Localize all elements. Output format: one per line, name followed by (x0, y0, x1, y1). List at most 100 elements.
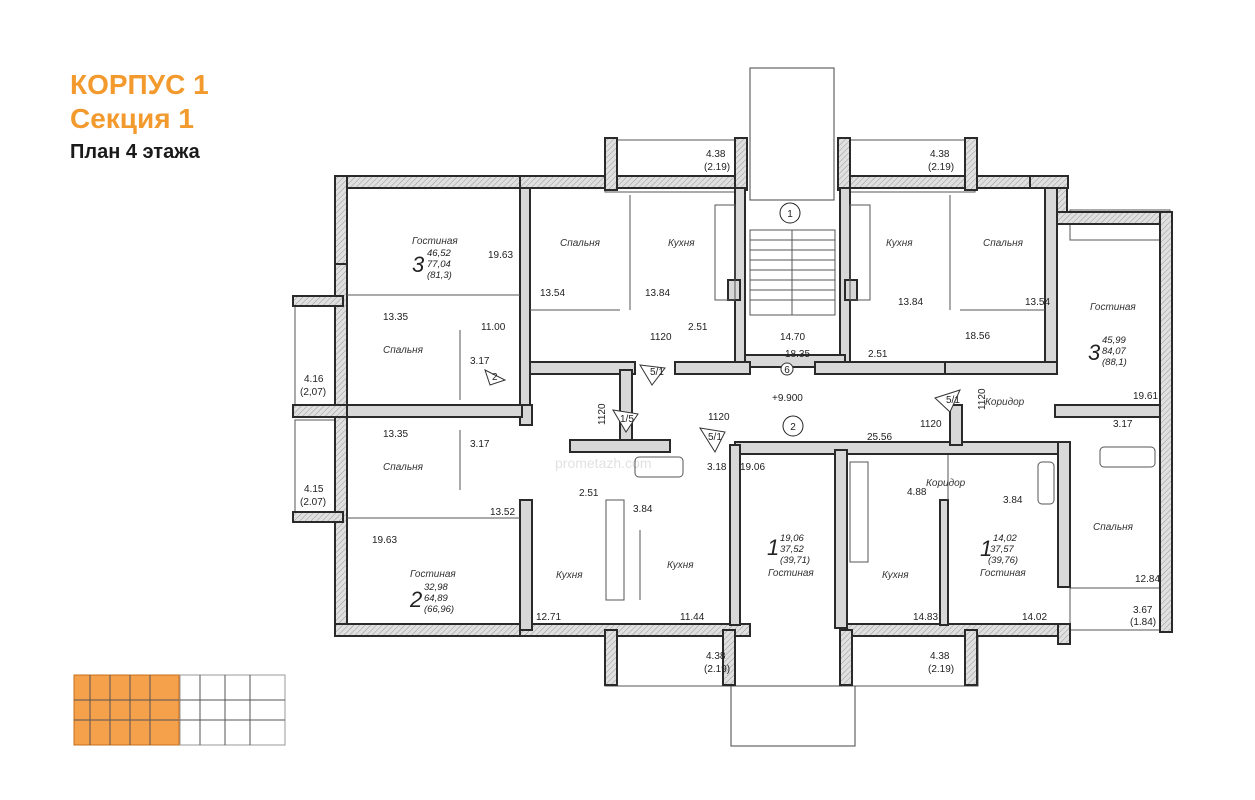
balcony-area: 4.38 (706, 651, 726, 662)
area-label: 11.00 (481, 322, 506, 333)
floor-plan-title: План 4 этажа (70, 141, 200, 163)
balcony-area: 4.38 (930, 651, 950, 662)
apt-total-balcony: (39,71) (780, 555, 810, 566)
room-label-kitchen: Кухня (667, 560, 694, 571)
area-label: (1.84) (1130, 617, 1156, 628)
section-minimap (73, 674, 286, 746)
area-label: 3.84 (1003, 495, 1023, 506)
area-label: 11.44 (680, 612, 705, 623)
area-label: 14.70 (780, 332, 805, 343)
room-label-living: Гостиная (768, 568, 814, 579)
inner-walls (346, 187, 1161, 631)
apt-total: 37,52 (780, 544, 804, 555)
entrance-canopy-bottom (730, 685, 856, 747)
room-label-corridor: Коридор (985, 397, 1025, 408)
corridor-number: 2 (790, 422, 796, 433)
apt-living: 19,06 (780, 533, 804, 544)
room-label-living: Гостиная (980, 568, 1026, 579)
area-label: 19.06 (740, 462, 765, 473)
bathtubs (634, 446, 1156, 505)
area-label: 13.54 (1025, 297, 1050, 308)
apt-rooms: 2 (409, 587, 422, 612)
area-label: 14.02 (1022, 612, 1047, 623)
room-label-living: Гостиная (410, 569, 456, 580)
apt-total-balcony: (39,76) (988, 555, 1018, 566)
room-label-corridor: Коридор (926, 478, 966, 489)
building-title: КОРПУС 1 (70, 69, 209, 100)
area-label: 13.54 (540, 288, 565, 299)
area-label: 18.56 (965, 331, 990, 342)
apt-total-balcony: (66,96) (424, 604, 454, 615)
stair-flight (749, 229, 836, 316)
room-label-bedroom: Спальня (383, 345, 424, 356)
apt-living: 14,02 (993, 533, 1017, 544)
area-label: 3.17 (1113, 419, 1133, 430)
apt-total: 84,07 (1102, 346, 1126, 357)
stairwell-marker (779, 202, 801, 224)
area-label: 3.84 (633, 504, 653, 515)
area-label: 19.63 (372, 535, 397, 546)
area-label: 3.67 (1133, 605, 1153, 616)
balcony-area: 4.38 (930, 149, 950, 160)
elevation-mark: +9.900 (772, 393, 803, 404)
apt-living: 32,98 (424, 582, 448, 593)
door-tag-label: 5/1 (650, 367, 664, 378)
apt-total: 64,89 (424, 593, 448, 604)
entrance-canopy-top (749, 67, 835, 201)
area-label: 25.56 (867, 432, 892, 443)
apt-total-balcony: (81,3) (427, 270, 452, 281)
door-width: 1120 (977, 388, 988, 410)
door-width: 1120 (597, 403, 608, 425)
partitions (347, 195, 1045, 600)
room-label-bedroom: Спальня (1093, 522, 1134, 533)
door-tag-label: 5/1 (708, 432, 722, 443)
area-label: 14.83 (913, 612, 938, 623)
kitchen-fixtures (605, 204, 871, 601)
area-label: 3.17 (470, 439, 490, 450)
door-tag (934, 389, 961, 413)
area-label: 13.84 (898, 297, 923, 308)
area-label: 2.51 (579, 488, 599, 499)
apt-living: 45,99 (1102, 335, 1126, 346)
balcony-area-half: (2.07) (300, 497, 326, 508)
door-tag (639, 364, 666, 386)
balcony-area-half: (2,07) (300, 387, 326, 398)
room-label-kitchen: Кухня (556, 570, 583, 581)
door-width: 1120 (708, 412, 730, 423)
room-label-bedroom: Спальня (560, 238, 601, 249)
room-label-bedroom: Спальня (383, 462, 424, 473)
area-label: 12.71 (536, 612, 561, 623)
door-tag-label: 5/1 (946, 395, 960, 406)
apt-rooms: 3 (412, 252, 425, 277)
apt-total: 77,04 (427, 259, 451, 270)
door-tag-label: 1/5 (620, 414, 634, 425)
area-label: 2.51 (868, 349, 888, 360)
door-width: 1120 (920, 419, 942, 430)
area-label: 3.17 (470, 356, 490, 367)
outer-walls (292, 175, 1173, 645)
area-label: 12.84 (1135, 574, 1160, 585)
stairwell-number: 1 (787, 209, 793, 220)
area-label: 18.35 (785, 349, 810, 360)
apt-rooms: 3 (1088, 340, 1101, 365)
room-label-kitchen: Кухня (668, 238, 695, 249)
balcony-area: 4.38 (706, 149, 726, 160)
room-label-kitchen: Кухня (882, 570, 909, 581)
room-label-living: Гостиная (1090, 302, 1136, 313)
balcony-area: 4.16 (304, 374, 324, 385)
area-label: 19.61 (1133, 391, 1158, 402)
balcony-walls (604, 137, 978, 686)
door-tag (484, 369, 507, 386)
area-label: 3.18 (707, 462, 727, 473)
door-tag-label: 6 (784, 365, 790, 376)
door-tag (780, 362, 794, 376)
room-label-bedroom: Спальня (983, 238, 1024, 249)
room-label-living: Гостиная (412, 236, 458, 247)
corridor-marker (782, 415, 804, 437)
apt-rooms: 1 (980, 536, 992, 561)
area-label: 19.63 (488, 250, 513, 261)
apt-total-balcony: (88,1) (1102, 357, 1127, 368)
area-label: 13.84 (645, 288, 670, 299)
area-label: 2.51 (688, 322, 708, 333)
